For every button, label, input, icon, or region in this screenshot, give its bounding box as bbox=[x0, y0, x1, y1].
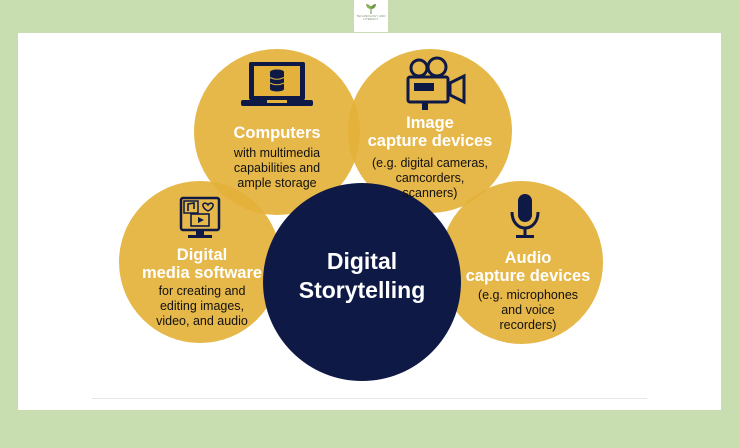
computers-desc-1: with multimedia bbox=[233, 146, 321, 160]
image-capture-desc-1: (e.g. digital cameras, bbox=[371, 156, 489, 170]
image-capture-label: Image capture devices (e.g. digital came… bbox=[348, 114, 512, 201]
leaf-icon bbox=[366, 4, 376, 14]
site-logo: Technology and Literacy bbox=[354, 0, 388, 32]
logo-text: Technology and Literacy bbox=[356, 14, 386, 22]
media-software-label: Digital media software for creating and … bbox=[128, 246, 276, 329]
divider-line bbox=[92, 398, 647, 399]
media-software-desc-3: video, and audio bbox=[156, 314, 248, 328]
media-software-circle bbox=[119, 181, 281, 343]
center-line-2: Storytelling bbox=[298, 277, 426, 303]
media-software-desc-1: for creating and bbox=[158, 284, 246, 298]
audio-capture-label: Audio capture devices (e.g. microphones … bbox=[454, 249, 602, 333]
media-software-desc-2: editing images, bbox=[159, 299, 245, 313]
image-capture-title-2: capture devices bbox=[367, 132, 493, 150]
center-line-1: Digital bbox=[326, 248, 398, 274]
image-capture-desc-3: scanners) bbox=[402, 186, 458, 200]
media-software-desc: for creating and editing images, video, … bbox=[128, 284, 276, 329]
microphone-icon bbox=[510, 194, 540, 238]
video-camera-icon bbox=[406, 56, 466, 110]
computers-desc-2: capabilities and bbox=[233, 161, 321, 175]
digital-storytelling-circle bbox=[263, 183, 461, 381]
audio-capture-desc: (e.g. microphones and voice recorders) bbox=[454, 288, 602, 333]
computers-desc: with multimedia capabilities and ample s… bbox=[204, 146, 350, 191]
media-software-title-2: media software bbox=[141, 264, 263, 282]
image-capture-desc-2: camcorders, bbox=[395, 171, 465, 185]
media-software-title-1: Digital bbox=[176, 246, 228, 264]
audio-capture-desc-1: (e.g. microphones bbox=[477, 288, 579, 302]
computers-title: Computers bbox=[233, 124, 321, 142]
audio-capture-title-2: capture devices bbox=[465, 267, 591, 285]
laptop-database-icon bbox=[241, 62, 313, 106]
center-label: Digital Storytelling bbox=[263, 247, 461, 305]
audio-capture-desc-3: recorders) bbox=[499, 318, 557, 332]
image-capture-desc: (e.g. digital cameras, camcorders, scann… bbox=[348, 156, 512, 201]
image-capture-title-1: Image bbox=[406, 114, 454, 132]
audio-capture-desc-2: and voice bbox=[501, 303, 555, 317]
computers-label: Computers with multimedia capabilities a… bbox=[204, 124, 350, 191]
audio-capture-title-1: Audio bbox=[504, 249, 552, 267]
computers-desc-3: ample storage bbox=[237, 176, 317, 190]
media-monitor-icon bbox=[179, 196, 221, 238]
